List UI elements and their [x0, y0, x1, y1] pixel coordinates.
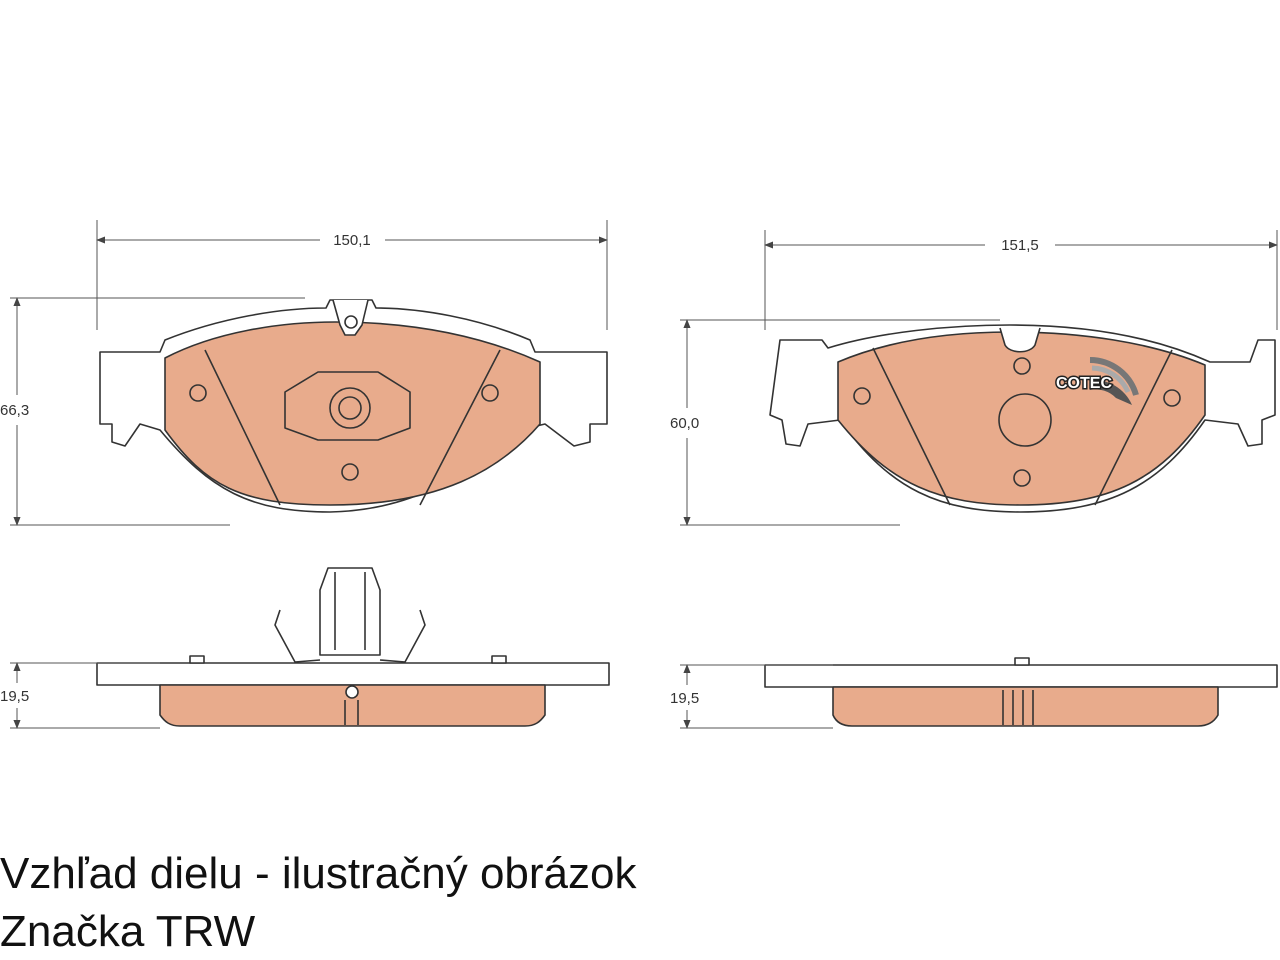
right-top-notch: [999, 327, 1041, 353]
right-center-circle: [998, 393, 1052, 447]
caption-brand: Značka TRW: [0, 907, 256, 956]
right-hole-1: [853, 387, 871, 405]
right-hole-2: [1163, 389, 1181, 407]
left-pad-front-view: [99, 299, 608, 513]
right-side-friction: [832, 686, 1219, 727]
dimension-lines: [10, 220, 1278, 729]
left-hole-1: [189, 384, 207, 402]
left-hole-3: [341, 463, 359, 481]
right-width-label: 151,5: [1001, 237, 1039, 254]
left-friction-pad: [164, 321, 541, 506]
left-top-tab: [332, 299, 369, 336]
left-spring-wire-right: [379, 609, 426, 663]
left-side-backplate: [96, 662, 610, 686]
left-center-ring-inner: [338, 396, 362, 420]
brake-pad-technical-drawing: COTEC: [0, 220, 1278, 729]
left-thickness-label: 19,5: [0, 688, 29, 705]
left-height-label: 66,3: [0, 402, 29, 419]
left-hole-2: [481, 384, 499, 402]
left-spring-wire-left: [274, 609, 321, 663]
cotec-logo-arc: [1090, 379, 1132, 405]
left-center-ring-outer: [329, 387, 371, 429]
right-groove-1: [872, 347, 951, 506]
right-hole-4: [1013, 357, 1031, 375]
right-groove-2: [1094, 349, 1173, 506]
right-hole-3: [1013, 469, 1031, 487]
left-spring-clip: [319, 567, 381, 656]
cotec-logo-text: COTEC: [1056, 375, 1112, 392]
left-groove-1: [204, 349, 281, 506]
left-groove-2: [419, 349, 501, 506]
left-side-pin: [345, 685, 359, 699]
left-width-label: 150,1: [333, 232, 371, 249]
right-pad-side-view: [764, 657, 1278, 727]
cotec-logo: COTEC: [1055, 357, 1139, 405]
right-height-label: 60,0: [670, 415, 699, 432]
right-pad-front-view: [769, 324, 1276, 513]
right-thickness-label: 19,5: [670, 690, 699, 707]
left-tab-hole: [344, 315, 358, 329]
right-side-backplate: [764, 664, 1278, 688]
left-side-friction: [159, 684, 546, 727]
left-pad-side-view: [96, 567, 610, 727]
caption-illustration-note: Vzhľad dielu - ilustračný obrázok: [0, 849, 637, 898]
left-clip-boss: [284, 371, 411, 441]
